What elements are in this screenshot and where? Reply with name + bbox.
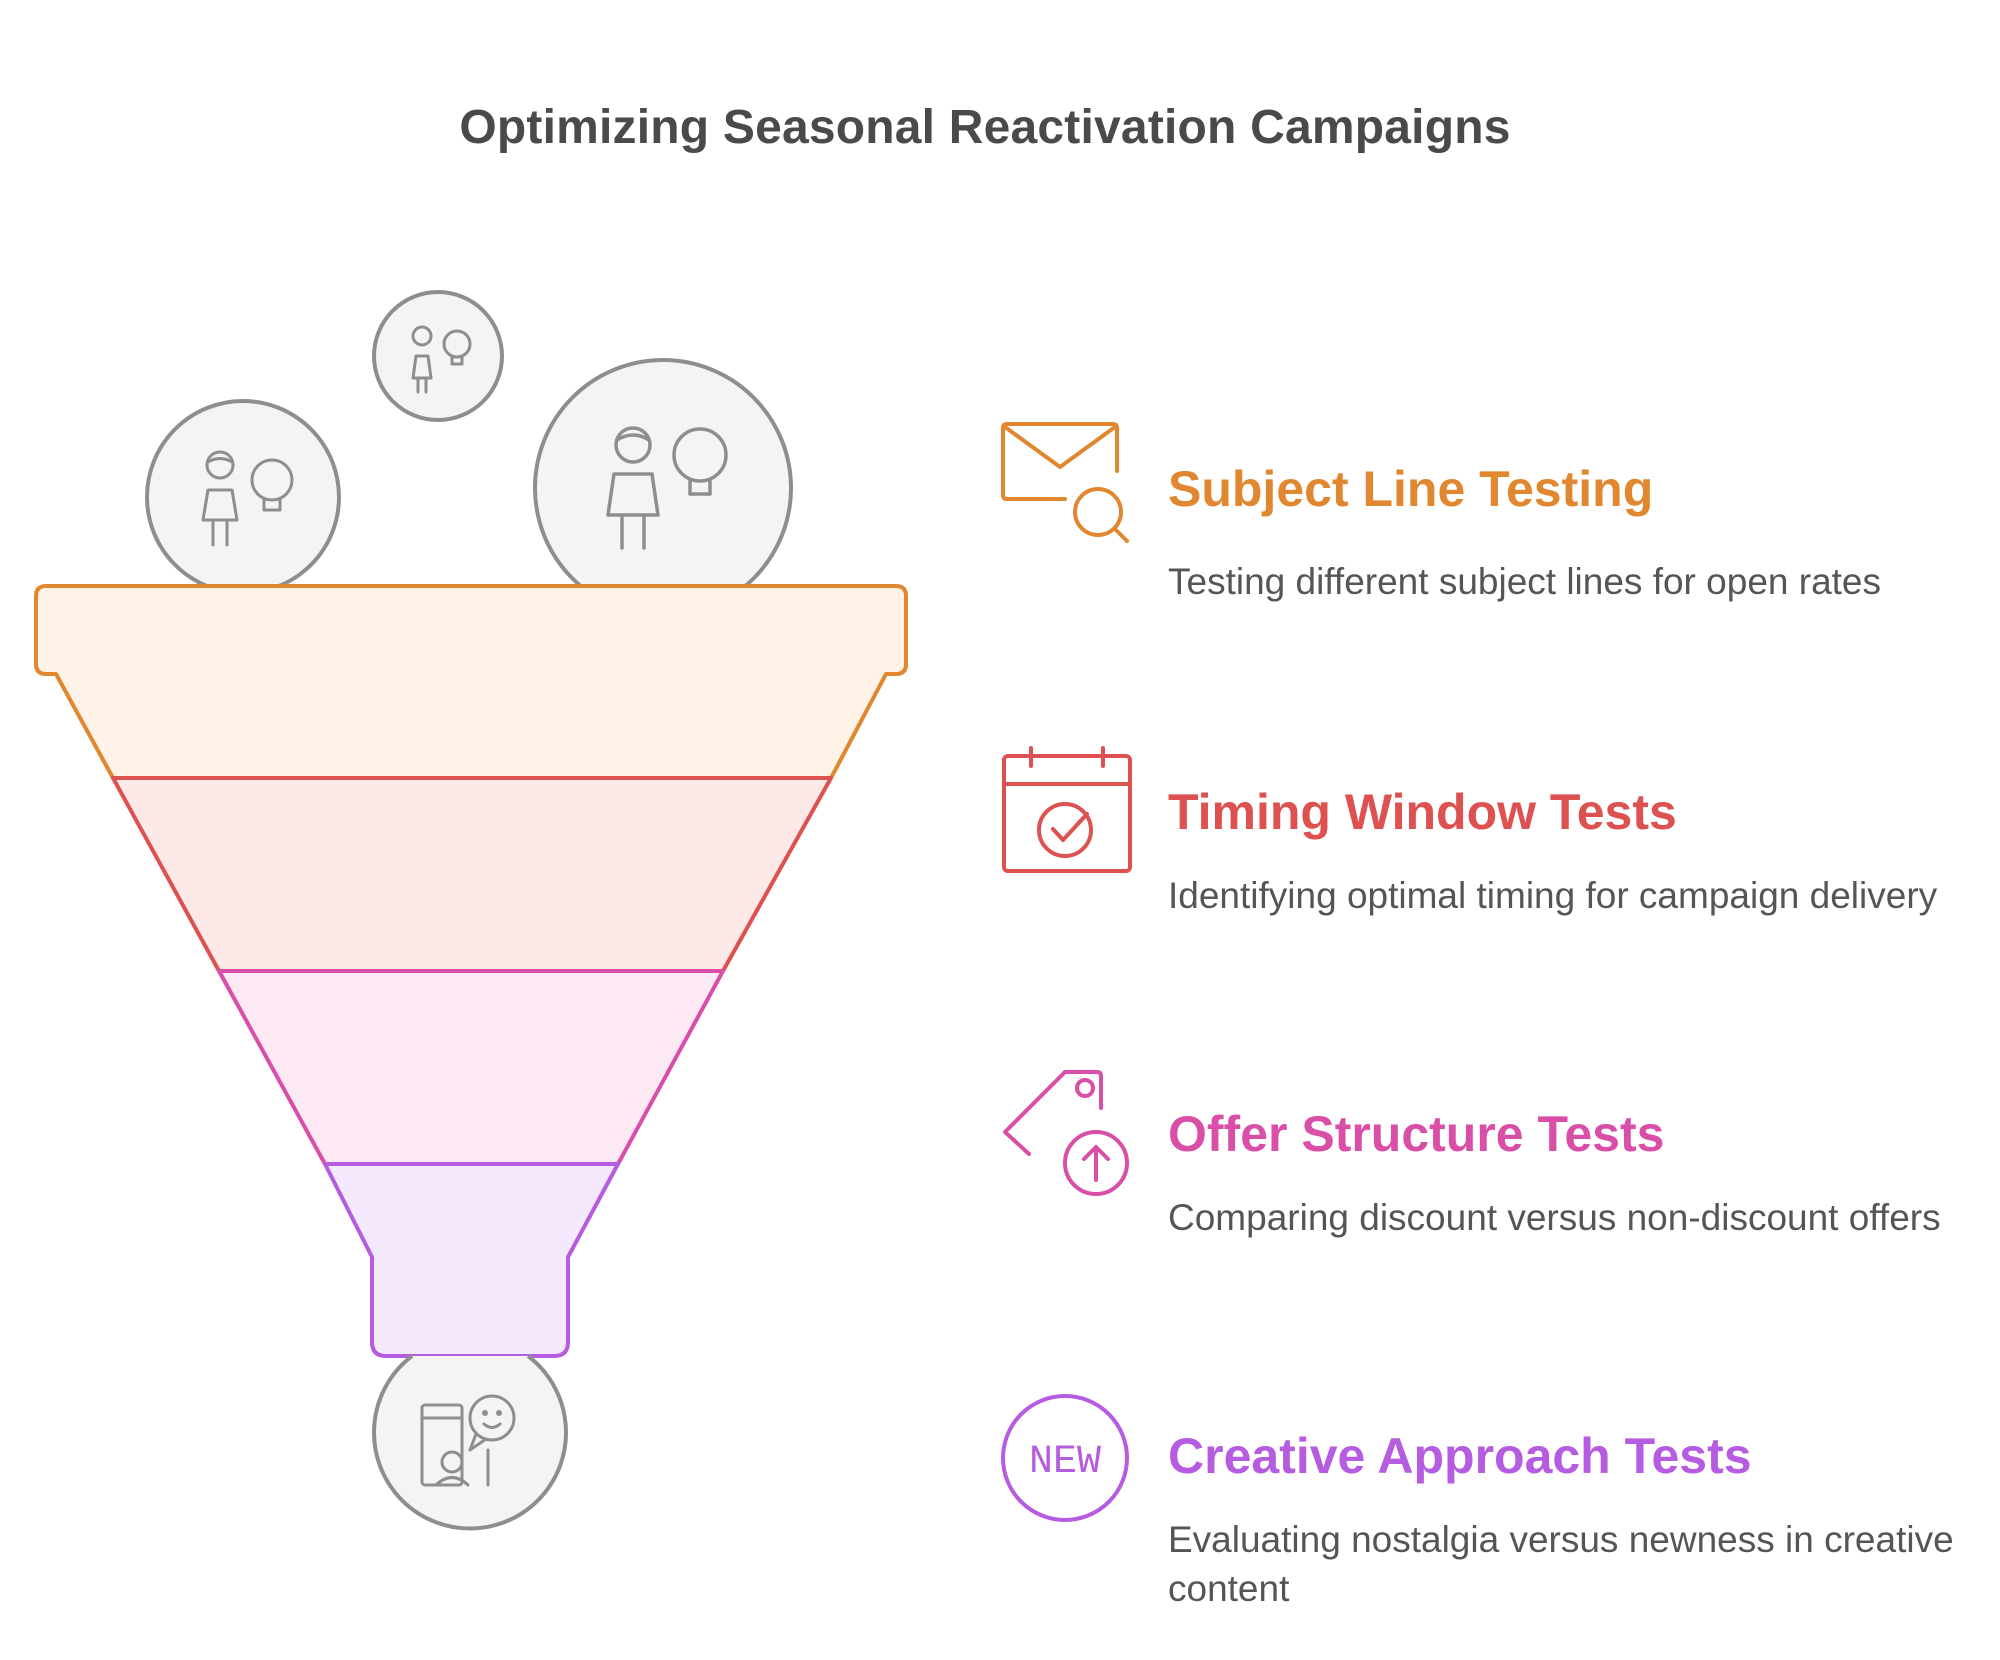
page-title: Optimizing Seasonal Reactivation Campaig… [459, 101, 1511, 154]
item-title-timing-window-tests: Timing Window Tests [1168, 784, 1677, 840]
person-idea-icon [533, 358, 793, 618]
new-badge-text: NEW [1029, 1440, 1101, 1485]
customer-feedback-icon [372, 1354, 568, 1531]
item-title-offer-structure-tests: Offer Structure Tests [1168, 1106, 1665, 1162]
funnel-layer-2 [111, 776, 833, 973]
item-desc-creative-approach-tests: Evaluating nostalgia versus newness in c… [1168, 1519, 1954, 1609]
item-desc-subject-line-testing: Testing different subject lines for open… [1168, 561, 1882, 602]
envelope-search-icon [1001, 422, 1129, 543]
calendar-check-icon [1002, 746, 1132, 873]
item-desc-timing-window-tests: Identifying optimal timing for campaign … [1168, 875, 1938, 916]
funnel-layer-1 [34, 584, 908, 780]
person-idea-icon [372, 290, 504, 422]
new-badge-icon: NEW [1001, 1394, 1129, 1522]
item-title-subject-line-testing: Subject Line Testing [1168, 461, 1654, 517]
funnel-layer-3 [217, 969, 725, 1166]
funnel-layer-4 [323, 1162, 620, 1358]
item-title-creative-approach-tests: Creative Approach Tests [1168, 1428, 1752, 1484]
person-idea-icon [145, 399, 341, 595]
item-desc-offer-structure-tests: Comparing discount versus non-discount o… [1168, 1197, 1941, 1238]
price-tag-up-icon [1003, 1070, 1129, 1196]
funnel-diagram [34, 290, 908, 1531]
